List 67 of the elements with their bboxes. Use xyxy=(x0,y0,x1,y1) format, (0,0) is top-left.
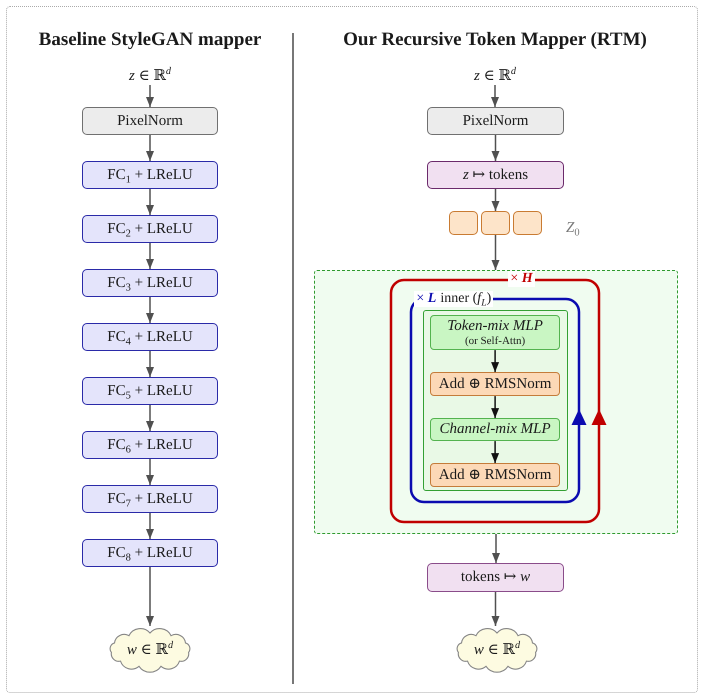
loop-label: inner (f$_{L}$) xyxy=(438,291,494,308)
token-box xyxy=(513,211,542,235)
layer-label: FC$_{3}$ + LReLU xyxy=(107,274,193,292)
layer-label: FC$_{8}$ + LReLU xyxy=(107,544,193,562)
layer-box xyxy=(82,485,218,513)
layer-box xyxy=(82,377,218,405)
layer-box xyxy=(82,431,218,459)
layer-box xyxy=(430,463,560,488)
panel-title: Baseline StyleGAN mapper xyxy=(38,29,262,51)
loop-label: × H xyxy=(508,271,535,288)
arrow xyxy=(146,85,154,107)
layer-label: Add ⊕ RMSNorm xyxy=(438,376,552,393)
loop-label: × L xyxy=(414,291,438,308)
layer-label: FC$_{6}$ + LReLU xyxy=(107,436,193,454)
token-label: Z$_{0}$ xyxy=(566,219,580,237)
layer-box xyxy=(427,107,564,135)
arrow xyxy=(146,513,154,539)
layer-label: FC$_{2}$ + LReLU xyxy=(107,220,193,238)
projection-box xyxy=(427,563,564,592)
layer-label: FC$_{1}$ + LReLU xyxy=(107,166,193,184)
arrow xyxy=(492,592,500,626)
arrow xyxy=(491,441,500,464)
recursion-region xyxy=(314,270,678,534)
layer-box xyxy=(82,269,218,297)
layer-label: FC$_{5}$ + LReLU xyxy=(107,382,193,400)
layer-box xyxy=(430,418,560,442)
arrow xyxy=(491,85,499,107)
arrow xyxy=(492,135,500,161)
arrow xyxy=(492,534,500,563)
arrow xyxy=(492,189,500,211)
output-formula: w ∈ ℝ$^{d}$ xyxy=(474,641,520,659)
layer-label: FC$_{4}$ + LReLU xyxy=(107,328,193,346)
layer-label: tokens ↦ w xyxy=(460,569,530,586)
arrow xyxy=(492,235,500,270)
arrow xyxy=(491,350,500,372)
projection-box xyxy=(427,161,564,189)
arrow xyxy=(146,297,154,323)
arrow xyxy=(146,351,154,377)
layer-label: PixelNorm xyxy=(117,112,183,130)
layer-box xyxy=(430,372,560,396)
layer-label: Channel-mix MLP xyxy=(439,421,551,438)
layer-box xyxy=(82,539,218,567)
output-formula: w ∈ ℝ$^{d}$ xyxy=(126,641,174,659)
layer-label: z ↦ tokens xyxy=(462,166,528,184)
layer-box xyxy=(82,323,218,351)
layer-label: Add ⊕ RMSNorm xyxy=(438,466,552,484)
layer-note: (or Self-Attn) xyxy=(464,334,526,348)
layer-label: FC$_{7}$ + LReLU xyxy=(107,490,193,508)
token-box xyxy=(449,211,478,235)
layer-box xyxy=(82,215,218,243)
arrow xyxy=(146,567,154,626)
layer-box xyxy=(82,107,218,135)
arrow xyxy=(146,189,154,215)
input-formula: z ∈ ℝ$^{d}$ xyxy=(129,67,171,85)
block-box xyxy=(423,310,568,492)
arrow xyxy=(146,459,154,485)
layer-label: PixelNorm xyxy=(462,112,528,130)
arrow xyxy=(491,396,500,418)
arrow xyxy=(146,135,154,161)
layer-box xyxy=(430,315,560,350)
arrow xyxy=(146,243,154,269)
layer-box xyxy=(82,161,218,189)
token-box xyxy=(481,211,510,235)
input-formula: z ∈ ℝ$^{d}$ xyxy=(474,67,516,85)
layer-label: Token-mix MLP xyxy=(447,318,543,335)
arrow xyxy=(146,405,154,431)
panel-title: Our Recursive Token Mapper (RTM) xyxy=(343,29,647,51)
